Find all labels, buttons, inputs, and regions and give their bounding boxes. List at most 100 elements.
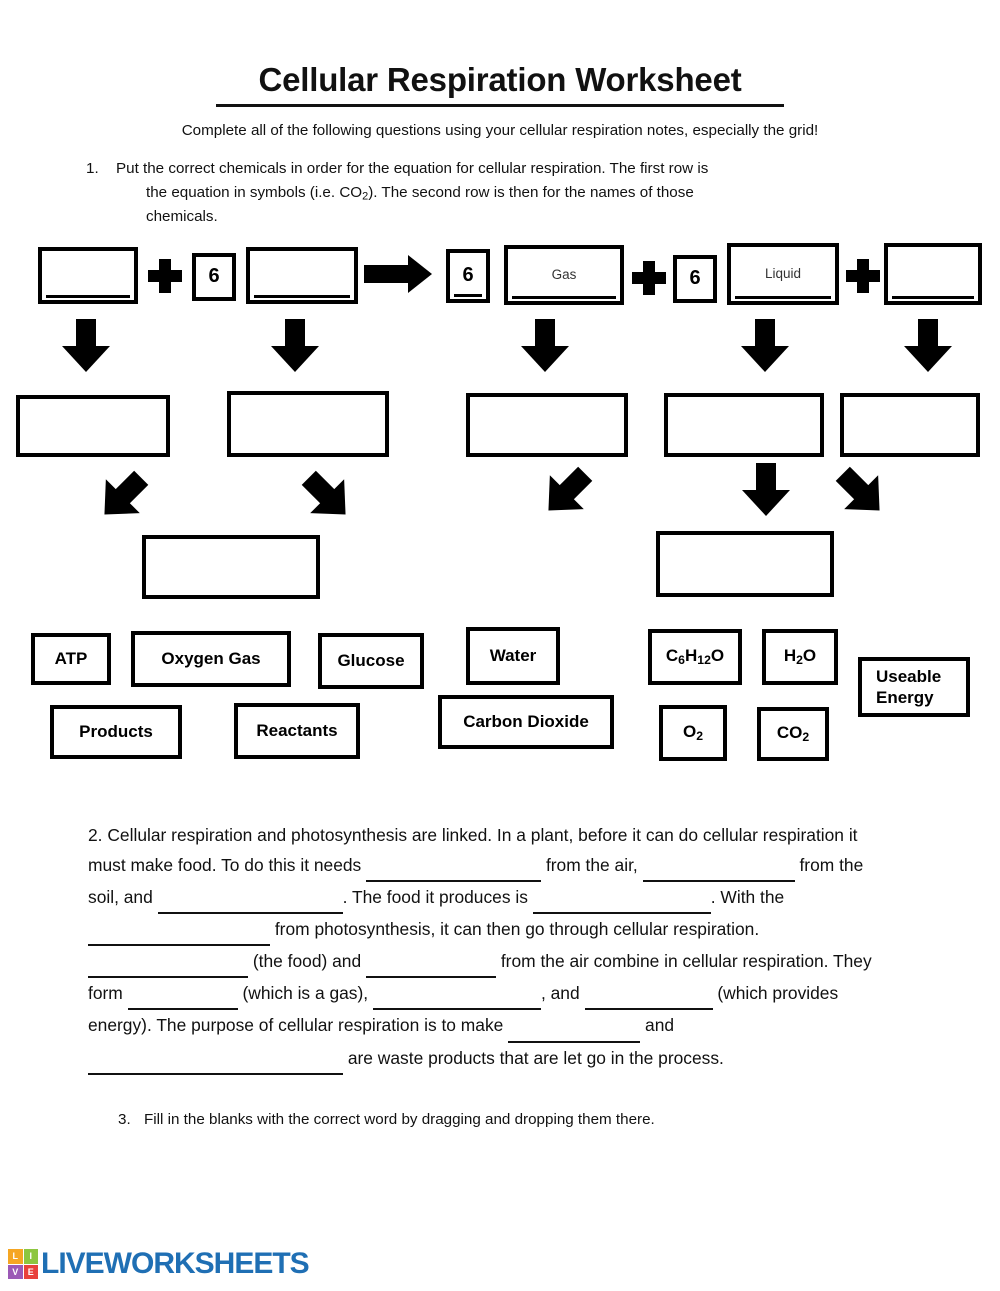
blank-3[interactable]: [157, 882, 343, 915]
question-2-text-5: . With the: [710, 886, 785, 907]
arrow-head: [62, 345, 110, 372]
blank-8[interactable]: [127, 978, 238, 1011]
equation-dropzone-2[interactable]: [246, 246, 358, 304]
arrow-shaft: [364, 264, 410, 283]
diagonal-arrow-right-2-icon: [824, 455, 903, 534]
name-dropzone-1[interactable]: [16, 394, 170, 457]
down-arrow-5-icon: [904, 318, 952, 375]
blank-11[interactable]: [508, 1010, 641, 1043]
question-2-text-7: (the food) and: [252, 951, 362, 972]
word-tile-o2-label: O2: [682, 722, 704, 744]
equation-diagram: 6 6 Gas 6 Liquid: [0, 235, 1000, 780]
equation-dropzone-1[interactable]: [38, 246, 138, 304]
word-tile-co2-label: CO2: [776, 723, 810, 745]
word-tile-useable-energy-line2: Energy: [876, 687, 934, 707]
word-tile-water[interactable]: Water: [466, 626, 560, 685]
summary-dropzone-right[interactable]: [656, 530, 834, 597]
logo-cell-i: I: [23, 1249, 38, 1264]
question-2-text-9: (which is a gas),: [242, 983, 369, 1004]
question-2-text-1: Cellular respiration and photosynthesis …: [88, 824, 858, 875]
logo-cell-l: L: [8, 1249, 23, 1264]
down-arrow-4-icon: [741, 318, 789, 375]
word-tile-carbon-dioxide[interactable]: Carbon Dioxide: [438, 694, 614, 749]
question-1-line3: chemicals.: [146, 208, 218, 226]
arrow-head: [742, 489, 790, 516]
blank-12[interactable]: [88, 1043, 343, 1075]
equation-dropzone-4-liquid[interactable]: Liquid: [727, 242, 839, 305]
diagonal-arrow-left-1-icon: [80, 459, 159, 538]
page-title: Cellular Respiration Worksheet: [258, 61, 742, 98]
blank-10[interactable]: [584, 978, 713, 1011]
summary-dropzone-left[interactable]: [142, 534, 320, 599]
question-1-line2a: the equation in symbols (i.e. CO: [146, 183, 363, 201]
word-tile-useable-energy[interactable]: Useable Energy: [858, 656, 970, 717]
question-2-text-13: are waste products that are let go in th…: [347, 1047, 724, 1068]
title-underline: [216, 104, 784, 108]
question-2-number: 2.: [88, 824, 103, 845]
blank-2[interactable]: [642, 850, 795, 882]
arrow-head: [521, 345, 569, 372]
arrow-shaft: [285, 318, 305, 349]
word-tile-c6h12o[interactable]: C6H12O: [648, 628, 742, 685]
diagonal-arrow-left-2-icon: [290, 459, 369, 538]
plus-sign-2: [632, 260, 666, 295]
name-dropzone-3[interactable]: [466, 392, 628, 457]
question-1-line2b: ). The second row is then for the names …: [368, 183, 694, 201]
word-tile-glucose[interactable]: Glucose: [318, 632, 424, 689]
question-3: 3. Fill in the blanks with the correct wo…: [0, 1111, 1000, 1128]
liveworksheets-footer[interactable]: L I V E LIVEWORKSHEETS: [8, 1247, 310, 1281]
question-2: 2. Cellular respiration and photosynthes…: [0, 820, 1000, 1075]
logo-cell-e: E: [23, 1264, 38, 1279]
coefficient-6-b: 6: [446, 248, 490, 303]
plus-sign-3: [846, 258, 880, 293]
arrow-shaft: [755, 318, 775, 349]
word-tile-oxygen-gas[interactable]: Oxygen Gas: [131, 630, 291, 687]
question-3-number: 3.: [118, 1110, 131, 1128]
name-dropzone-4[interactable]: [664, 392, 824, 457]
question-1-subscript: 2: [362, 190, 369, 203]
down-arrow-2-icon: [271, 318, 319, 375]
liveworksheets-brand-text: LIVEWORKSHEETS: [41, 1247, 310, 1280]
blank-5[interactable]: [88, 914, 270, 947]
arrow-head: [408, 254, 432, 293]
word-tile-o2[interactable]: O2: [659, 704, 727, 761]
down-arrow-6-icon: [742, 462, 790, 519]
word-tile-co2[interactable]: CO2: [757, 706, 829, 761]
question-1: 1. Put the correct chemicals in order fo…: [0, 157, 1000, 229]
question-2-text-4: . The food it produces is: [342, 886, 528, 907]
question-2-text-8: from the air combine in cellular respira…: [88, 951, 872, 1004]
word-tile-products[interactable]: Products: [50, 704, 182, 759]
blank-1[interactable]: [366, 850, 542, 882]
question-1-number: 1.: [86, 160, 99, 178]
down-arrow-1-icon: [62, 318, 110, 375]
question-3-text: Fill in the blanks with the correct word…: [144, 1110, 655, 1128]
plus-sign-1: [148, 258, 182, 293]
arrow-shaft: [756, 462, 776, 493]
blank-4[interactable]: [532, 882, 711, 915]
name-dropzone-2[interactable]: [227, 390, 389, 457]
question-2-text-11: (which provides energy). The purpose of …: [88, 983, 839, 1036]
word-tile-reactants[interactable]: Reactants: [234, 702, 360, 759]
word-tile-h2o[interactable]: H2O: [762, 628, 838, 685]
arrow-shaft: [76, 318, 96, 349]
yields-arrow-icon: [364, 254, 434, 293]
equation-dropzone-3-gas[interactable]: Gas: [504, 244, 624, 305]
arrow-shaft: [918, 318, 938, 349]
blank-9[interactable]: [372, 978, 541, 1011]
arrow-head: [741, 345, 789, 372]
liveworksheets-logo-icon: L I V E: [8, 1249, 38, 1279]
word-tile-c6h12o-label: C6H12O: [665, 646, 725, 668]
question-2-text-2: from the air,: [545, 854, 638, 875]
question-2-text-6: from photosynthesis, it can then go thro…: [274, 919, 760, 940]
equation-dropzone-5[interactable]: [884, 242, 982, 305]
word-tile-atp[interactable]: ATP: [31, 632, 111, 685]
word-bank: ATP Oxygen Gas Glucose Water C6H12O H2O …: [0, 625, 1000, 775]
question-1-line1: Put the correct chemicals in order for t…: [116, 160, 709, 178]
question-2-text-3: from the soil, and: [88, 854, 864, 907]
blank-6[interactable]: [88, 946, 248, 979]
arrow-head: [904, 345, 952, 372]
name-dropzone-5[interactable]: [840, 392, 980, 457]
blank-7[interactable]: [365, 946, 496, 979]
question-2-text-12: and: [645, 1015, 675, 1036]
